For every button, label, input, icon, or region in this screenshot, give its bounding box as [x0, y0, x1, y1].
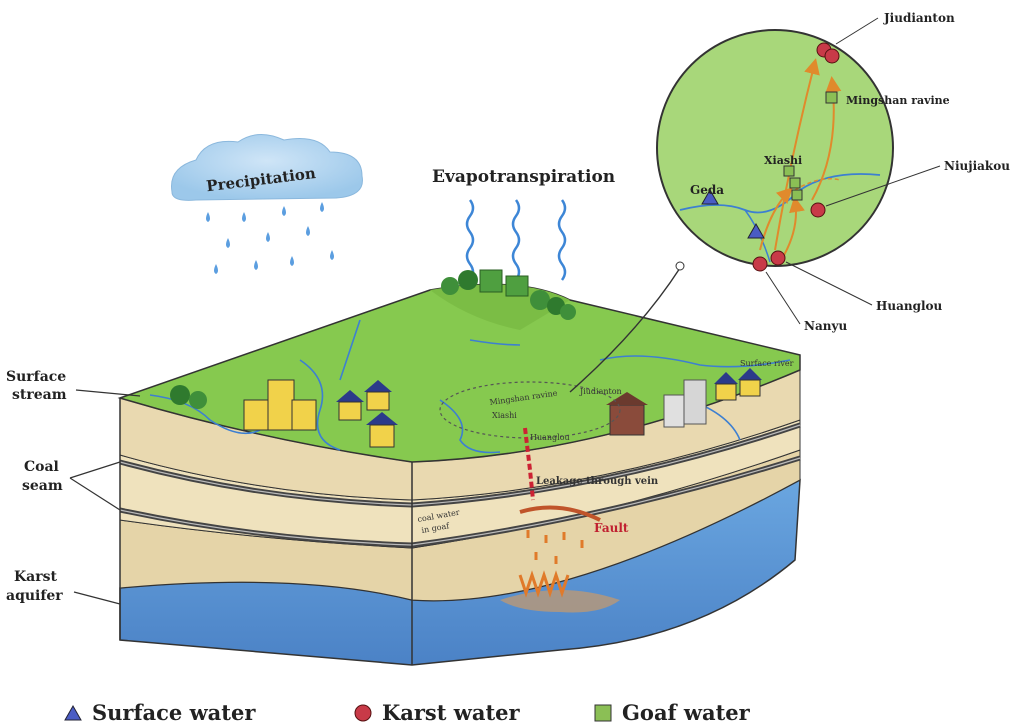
- fault-label: Fault: [594, 521, 629, 535]
- surface-stream-label-1: Surface: [6, 369, 66, 385]
- karst-aquifer-label-2: aquifer: [6, 588, 63, 604]
- inset-mingshan: Mingshan ravine: [846, 94, 950, 107]
- rain-drops: [206, 202, 334, 274]
- leakage-vein: [523, 427, 535, 501]
- circle-icon: [354, 704, 372, 721]
- legend-surface-label: Surface water: [92, 700, 256, 725]
- jiudianton-small-label: Jiudianton: [579, 387, 622, 396]
- village-right: [606, 368, 762, 436]
- inset-xiashi: Xiashi: [764, 154, 802, 167]
- xiashi-small-label: Xiashi: [492, 411, 517, 420]
- huanglou-small-label: Huanglou: [530, 433, 570, 442]
- inset-jiudianton: Jiudianton: [883, 11, 955, 25]
- legend-goaf-label: Goaf water: [622, 700, 750, 725]
- triangle-icon: [64, 704, 82, 720]
- inset-markers: [701, 42, 840, 272]
- surface-river-label: Surface river: [740, 359, 794, 368]
- precipitation-cloud: [171, 134, 363, 201]
- surface-stream-label-2: stream: [12, 387, 67, 403]
- leakage-label: Leakage through vein: [536, 476, 659, 487]
- inset-nanyu: Nanyu: [804, 319, 847, 333]
- legend-goaf-water: Goaf water: [594, 700, 750, 725]
- legend-surface-water: Surface water: [64, 700, 255, 725]
- village-left: [243, 379, 398, 448]
- surface-streams: [149, 319, 791, 454]
- evapotranspiration-waves: [465, 199, 567, 281]
- inset-map: [656, 29, 894, 267]
- legend-karst-water: Karst water: [354, 700, 520, 725]
- inset-geda: Geda: [690, 183, 724, 197]
- inset-huanglou: Huanglou: [876, 299, 943, 313]
- forest: [170, 269, 576, 409]
- evapotranspiration-label: Evapotranspiration: [432, 167, 615, 187]
- fault-lines: [518, 530, 584, 598]
- legend-karst-label: Karst water: [382, 700, 520, 725]
- square-icon: [594, 704, 612, 721]
- legend: Surface water Karst water Goaf water: [0, 700, 1024, 728]
- hydrogeology-diagram: Precipitation Evapotranspiration: [6, 11, 1010, 666]
- coal-seam-label-1: Coal: [24, 459, 59, 475]
- coal-seam-label-2: seam: [22, 478, 63, 494]
- inset-nuojiakou: Niujiakou: [944, 159, 1010, 173]
- karst-aquifer-label-1: Karst: [14, 569, 57, 585]
- mining-area: [439, 381, 621, 439]
